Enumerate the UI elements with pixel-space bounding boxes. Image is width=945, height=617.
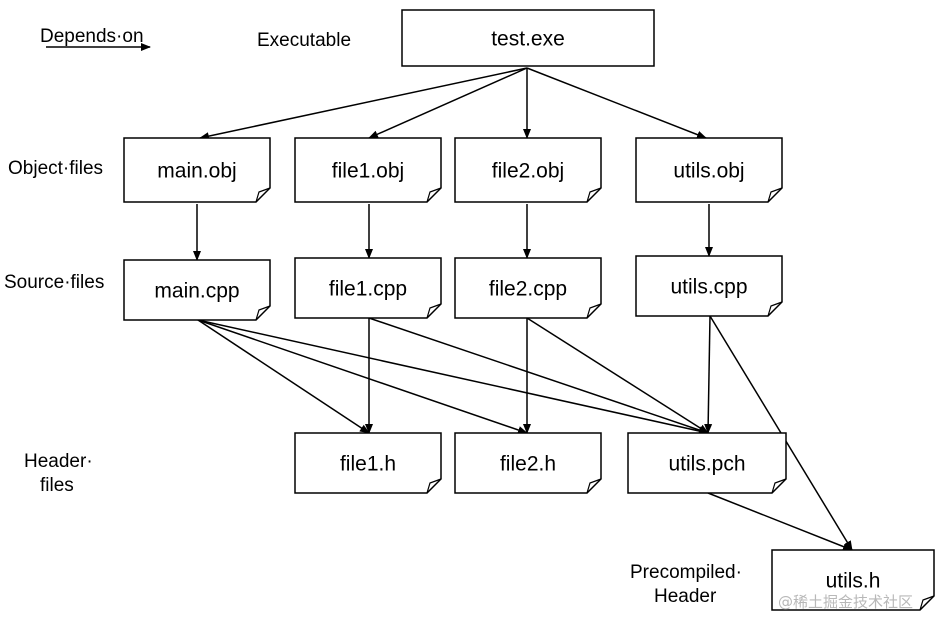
file-nodes: test.exe main.obj file1.obj file2.obj utils.… [123, 9, 935, 611]
page-fold-icon [919, 595, 935, 611]
edge-main-cpp-to-utils-pch [197, 319, 709, 435]
level-label-source-files: Source·files [4, 272, 104, 293]
edge-exe-to-utils-obj [526, 67, 707, 139]
node-utils-h: utils.h [771, 549, 935, 611]
node-box [294, 137, 442, 203]
node-label: file2.h [500, 453, 556, 476]
node-box [771, 549, 935, 611]
node-box [294, 432, 442, 494]
node-utils-obj: utils.obj [635, 137, 783, 203]
node-label: file2.cpp [489, 278, 567, 301]
node-file2-obj: file2.obj [454, 137, 602, 203]
edge-file1-cpp-to-utils-pch [368, 317, 709, 434]
watermark: @稀土掘金技术社区 [778, 593, 913, 611]
node-box [627, 432, 787, 494]
node-label: utils.cpp [670, 276, 747, 299]
edge-main-cpp-to-file1-h [197, 319, 370, 434]
node-main-cpp: main.cpp [123, 259, 271, 321]
legend-label: Depends·on [40, 26, 144, 47]
node-utils-cpp: utils.cpp [635, 255, 783, 317]
node-box [635, 255, 783, 317]
node-label: utils.obj [673, 160, 744, 183]
node-label: file2.obj [492, 160, 564, 183]
node-box [454, 432, 602, 494]
edge-exe-to-file1-obj [368, 67, 528, 139]
level-label-object-files: Object·files [8, 158, 103, 179]
page-fold-icon [767, 301, 783, 317]
page-fold-icon [255, 187, 271, 203]
edge-exe-to-main-obj [199, 67, 528, 141]
edge-main-cpp-to-file2-h [197, 319, 528, 434]
node-box [635, 137, 783, 203]
page-fold-icon [426, 187, 442, 203]
node-file1-obj: file1.obj [294, 137, 442, 203]
node-box [454, 137, 602, 203]
node-box [401, 9, 655, 67]
node-label: main.obj [157, 160, 236, 183]
node-file1-h: file1.h [294, 432, 442, 494]
node-utils-pch: utils.pch [627, 432, 787, 494]
page-fold-icon [767, 187, 783, 203]
node-box [454, 257, 602, 319]
level-label-precompiled-line2: Header [654, 586, 717, 607]
page-fold-icon [586, 303, 602, 319]
node-file2-h: file2.h [454, 432, 602, 494]
node-label: utils.h [826, 570, 881, 593]
node-box [294, 257, 442, 319]
node-label: file1.h [340, 453, 396, 476]
node-file1-cpp: file1.cpp [294, 257, 442, 319]
node-label: main.cpp [154, 280, 239, 303]
level-label-executable: Executable [257, 30, 351, 51]
node-label: file1.cpp [329, 278, 407, 301]
node-box [123, 259, 271, 321]
node-exe: test.exe [401, 9, 655, 67]
level-label-header-line2: files [40, 475, 74, 496]
node-label: test.exe [491, 28, 565, 51]
legend: Depends·on [40, 26, 151, 51]
page-fold-icon [586, 187, 602, 203]
page-fold-icon [586, 478, 602, 494]
node-label: file1.obj [332, 160, 404, 183]
node-label: utils.pch [668, 453, 745, 476]
page-fold-icon [771, 478, 787, 494]
node-main-obj: main.obj [123, 137, 271, 203]
node-box [123, 137, 271, 203]
page-fold-icon [255, 305, 271, 321]
page-fold-icon [426, 478, 442, 494]
edge-file2-cpp-to-utils-pch [526, 317, 709, 434]
edge-utils-cpp-to-utils-pch [704, 315, 713, 434]
level-label-precompiled-line1: Precompiled· [630, 562, 742, 583]
node-file2-cpp: file2.cpp [454, 257, 602, 319]
page-fold-icon [426, 303, 442, 319]
level-label-header-line1: Header· [24, 451, 93, 472]
edge-utils-pch-to-utils-h [707, 492, 853, 551]
